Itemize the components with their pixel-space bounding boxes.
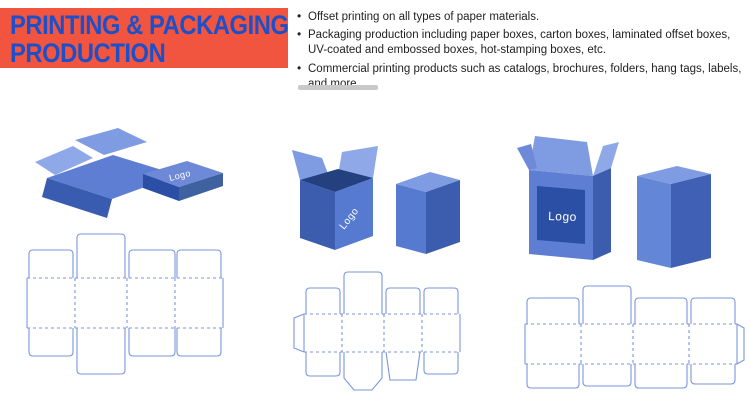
page-title: PRINTING & PACKAGING PRODUCTION xyxy=(10,11,289,67)
logo-text-panel3: Logo xyxy=(548,209,577,224)
dieline-upright-cartons xyxy=(524,285,745,389)
dieline-folded-box xyxy=(26,233,224,375)
folded-box-illustration: Logo xyxy=(35,128,223,218)
divider-bar xyxy=(298,85,378,90)
header-banner: PRINTING & PACKAGING PRODUCTION xyxy=(0,8,289,68)
panel-upright-cartons: Logo xyxy=(517,136,745,389)
dieline-open-carton xyxy=(293,271,461,391)
open-carton-illustration: Logo xyxy=(292,146,460,254)
feature-bullet-list: Offset printing on all types of paper ma… xyxy=(296,9,744,95)
panel-open-carton: Logo xyxy=(292,146,461,391)
page-title-line2: PRODUCTION xyxy=(10,38,166,68)
upright-cartons-illustration: Logo xyxy=(517,136,711,268)
panel-folded-box: Logo xyxy=(26,128,224,375)
bullet-item-packaging-production: Packaging production including paper box… xyxy=(296,27,744,58)
page-title-line1: PRINTING & PACKAGING xyxy=(10,10,289,40)
bullet-item-offset-printing: Offset printing on all types of paper ma… xyxy=(296,9,744,25)
